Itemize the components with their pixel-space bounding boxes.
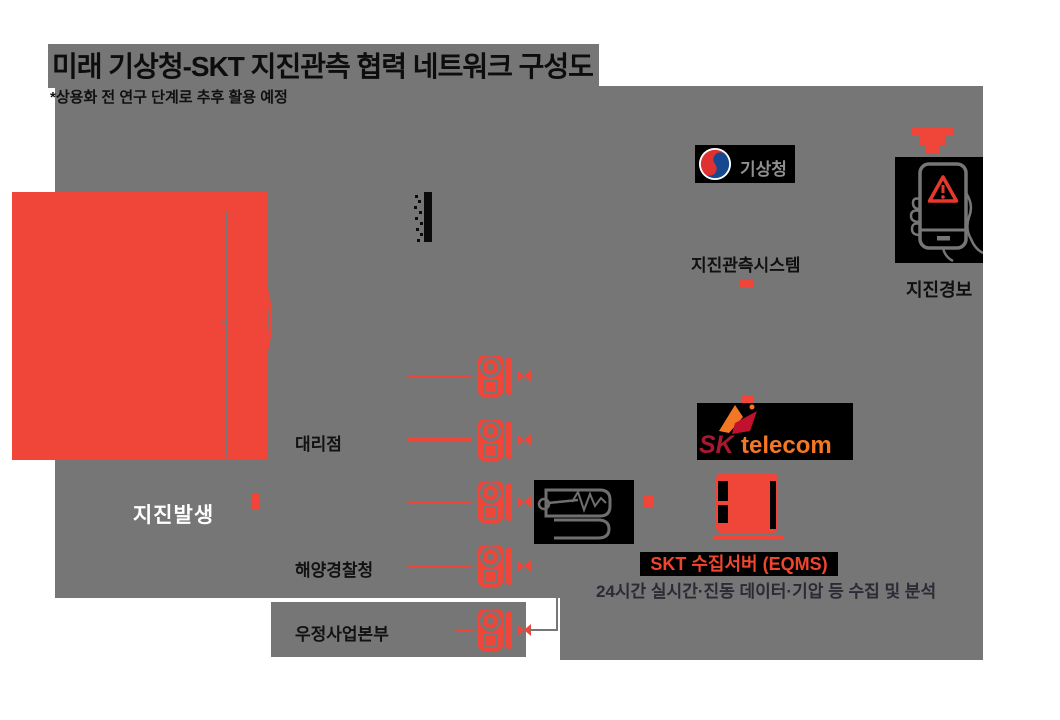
sensor-row-label: 해양경찰청 <box>295 561 374 580</box>
observation-system-label: 지진관측시스템 <box>691 256 801 275</box>
artifact-bar <box>424 192 432 242</box>
signal-beam-icon <box>926 145 939 153</box>
epicenter-connector-vline <box>226 212 228 458</box>
server-description: 24시간 실시간·진동 데이터·기압 등 수집 및 분석 <box>596 582 937 601</box>
server-title: SKT 수집서버 (EQMS) <box>640 552 838 576</box>
seismic-wave-arc-icon <box>259 271 272 369</box>
sensor-row: 대리점 <box>290 418 550 462</box>
vibration-sensor-icon <box>478 419 512 461</box>
title-band: 미래 기상청-SKT 지진관측 협력 네트워크 구성도 <box>48 44 599 88</box>
artifact-dots <box>415 195 418 198</box>
seismograph-card <box>534 480 634 544</box>
epicenter-connector-hline <box>222 322 228 324</box>
sensor-row: 해양경찰청 <box>290 544 550 588</box>
sk-wings-icon <box>719 404 757 434</box>
hand-fingers <box>909 197 921 237</box>
red-marker <box>252 494 260 510</box>
wireless-connector-icon <box>517 434 531 446</box>
server-slot <box>718 505 728 523</box>
sk-logo-sk-text: SK <box>699 431 734 459</box>
sensor-link-line <box>408 565 472 567</box>
main-panel-extension <box>560 598 983 660</box>
vibration-sensor-icon <box>478 355 512 397</box>
kma-logo-text: 기상청 <box>740 160 787 179</box>
vibration-sensor-icon <box>478 609 512 651</box>
sensor-link-line <box>408 501 472 503</box>
sensor-link-line <box>408 375 472 377</box>
server-shadow <box>770 481 776 529</box>
page-title: 미래 기상청-SKT 지진관측 협력 네트워크 구성도 <box>52 51 594 82</box>
compressed-text-artifact <box>413 192 433 242</box>
hand-wrist <box>941 247 954 263</box>
wireless-connector-icon <box>517 370 531 382</box>
elbow-connector-hline <box>529 629 558 631</box>
phone-alert-icon <box>909 162 984 263</box>
sk-telecom-card: SK telecom <box>697 403 853 460</box>
flow-dash-icon <box>643 496 654 508</box>
seismograph-icon <box>537 488 612 540</box>
vibration-sensor-icon <box>478 481 512 523</box>
wireless-connector-icon <box>517 624 531 636</box>
collection-server-icon <box>714 473 784 545</box>
taegeuk-icon <box>698 147 732 181</box>
flow-dash-icon <box>741 396 753 405</box>
sensor-row <box>290 480 550 524</box>
signal-beam-icon <box>911 127 953 136</box>
earthquake-alert-label: 지진경보 <box>906 280 973 300</box>
sensor-row-label: 대리점 <box>295 435 342 454</box>
vibration-sensor-icon <box>478 545 512 587</box>
sensor-link-line <box>455 629 473 631</box>
sensor-row: 우정사업본부 <box>290 608 550 652</box>
flow-dash-icon <box>740 280 753 288</box>
sensor-row-label: 우정사업본부 <box>295 625 389 644</box>
sensor-link-line <box>408 438 472 441</box>
wireless-connector-icon <box>517 560 531 572</box>
warning-triangle-icon <box>927 175 959 203</box>
epicenter-label: 지진발생 <box>107 495 240 537</box>
hand-thumb <box>964 192 984 255</box>
page-subtitle: *상용화 전 연구 단계로 추후 활용 예정 <box>50 89 288 106</box>
server-slot <box>718 481 728 501</box>
sk-logo-telecom-text: telecom <box>741 432 832 459</box>
server-base <box>714 535 784 540</box>
sensor-row <box>290 354 550 398</box>
wireless-connector-icon <box>517 496 531 508</box>
alert-phone-card <box>895 157 984 263</box>
epicenter-box: 지진발생 <box>12 192 268 537</box>
signal-beam-icon <box>919 136 945 145</box>
kma-logo-card: 기상청 <box>695 145 795 183</box>
elbow-connector-vline <box>556 598 558 631</box>
